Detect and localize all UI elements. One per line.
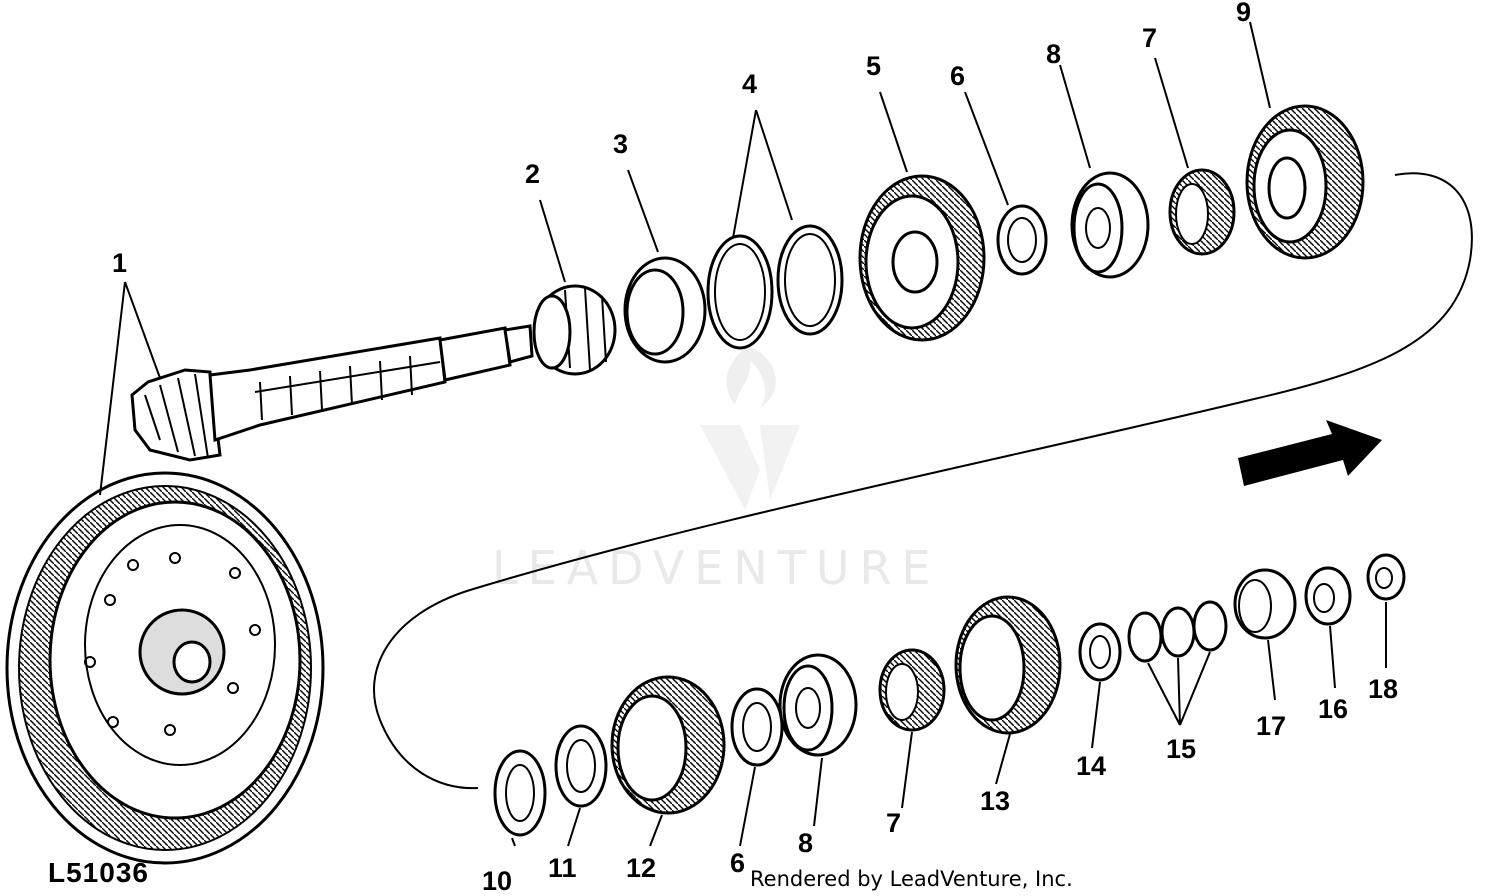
assembly-path-line	[373, 172, 1473, 790]
callout-16: 16	[1318, 694, 1348, 724]
bearing-cone	[532, 284, 617, 376]
render-credit: Rendered by LeadVenture, Inc.	[750, 867, 1073, 891]
callout-12: 12	[626, 853, 656, 883]
callout-14: 14	[1076, 751, 1106, 781]
callout-15: 15	[1166, 734, 1196, 764]
callout-3: 3	[613, 129, 628, 159]
callout-7-lower: 7	[886, 808, 901, 838]
callout-5: 5	[866, 51, 881, 81]
callout-8-lower: 8	[798, 828, 813, 858]
callout-8-upper: 8	[1046, 39, 1061, 69]
callout-9: 9	[1236, 0, 1251, 27]
lower-parts-row	[493, 553, 1406, 837]
callout-7-upper: 7	[1142, 23, 1157, 53]
callout-4: 4	[742, 69, 757, 99]
callout-18: 18	[1368, 674, 1398, 704]
callout-1: 1	[112, 248, 127, 278]
gear-hub	[1168, 168, 1236, 256]
callout-10: 10	[482, 866, 512, 896]
snap-ring	[996, 204, 1048, 276]
drive-gear	[1245, 104, 1365, 260]
callout-11: 11	[548, 853, 577, 883]
callout-13: 13	[980, 786, 1010, 816]
callouts: 1 2 3 4 5 6 8 7 9 10 11 12 6 8 7 13 14 1…	[112, 0, 1398, 896]
callout-6-lower: 6	[730, 848, 745, 878]
shift-collar	[1070, 171, 1150, 279]
shim-pair	[706, 224, 844, 350]
leader-lines	[99, 21, 1387, 847]
callout-6-upper: 6	[950, 61, 965, 91]
figure-id-label: L51036	[48, 857, 149, 888]
assembly-direction-arrow-icon	[1238, 420, 1382, 486]
watermark-text: LEADVENTURE	[492, 541, 941, 595]
large-gear	[858, 174, 986, 342]
bearing-cup	[623, 256, 707, 364]
leadventure-logo-icon	[700, 345, 800, 510]
callout-17: 17	[1256, 711, 1286, 741]
callout-2: 2	[525, 159, 540, 189]
pinion-shaft	[130, 324, 534, 462]
ring-gear	[5, 471, 325, 865]
